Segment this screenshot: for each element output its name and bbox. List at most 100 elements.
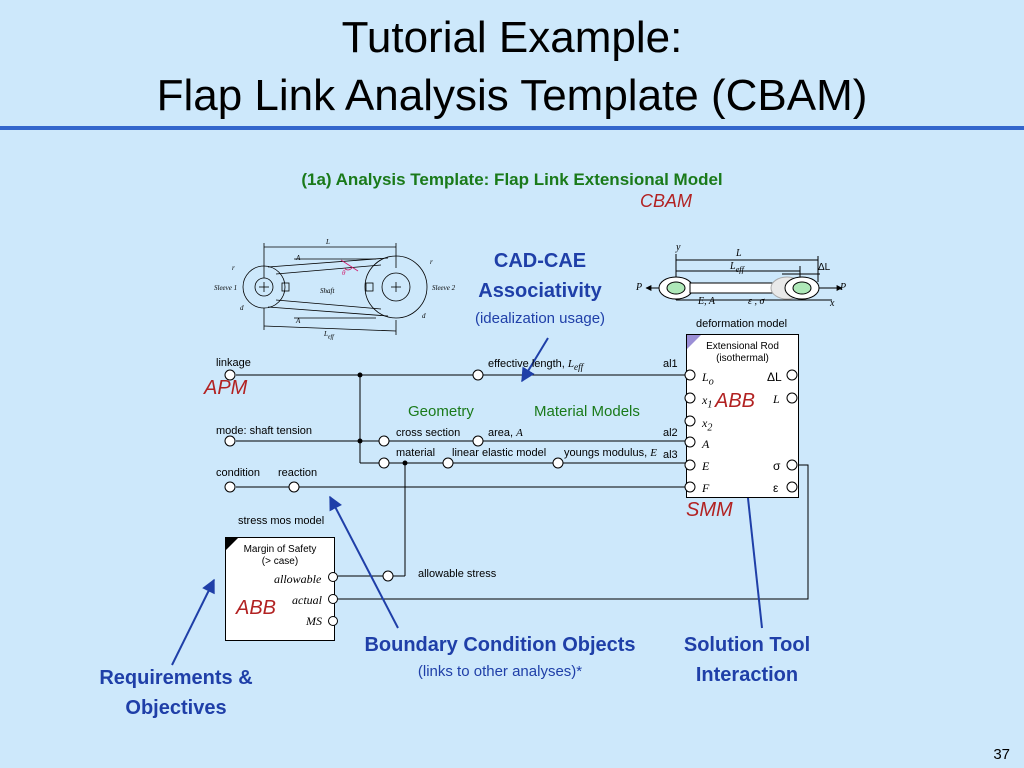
apm-label: APM <box>204 377 248 399</box>
flap-link-drawing <box>242 243 428 335</box>
effective-length-port <box>472 369 484 381</box>
extensional-rod-sketch: y x P P L Leff ΔL E, A ε , σ <box>632 240 854 316</box>
rod-drawing <box>645 254 843 301</box>
linear-elastic-label: linear elastic model <box>452 447 547 459</box>
port-x2-sym: x <box>702 416 708 430</box>
reaction-label: reaction <box>278 467 318 479</box>
sketch-r2-label: r <box>430 258 433 266</box>
area-text: area, <box>488 427 517 439</box>
area-symbol: A <box>516 427 523 439</box>
sketch-shaft-label: Shaft <box>320 287 335 295</box>
al3-label: al3 <box>663 449 678 461</box>
port-x2-sub: 2 <box>707 422 713 434</box>
reaction-port <box>288 481 300 493</box>
allowable-stress-port <box>382 570 394 582</box>
rod-eps-sigma-label: ε , σ <box>748 296 765 307</box>
port-x2-label: x2 <box>702 416 712 433</box>
bco-subtitle: (links to other analyses)* <box>417 663 583 680</box>
deformation-model-label: deformation model <box>696 318 788 330</box>
requirements-title-line1: Requirements & <box>99 667 253 689</box>
linear-elastic-port <box>442 457 454 469</box>
cad-cae-title-line1: CAD-CAE <box>493 250 587 272</box>
port-f-label: F <box>702 481 710 495</box>
ms-box-corner-mark <box>226 538 238 550</box>
material-port <box>378 457 390 469</box>
ms-port-allowable: allowable <box>274 572 322 586</box>
sketch-theta-label: θ <box>342 269 346 277</box>
rod-p-right-label: P <box>840 282 847 293</box>
requirements-arrow <box>171 578 215 666</box>
sketch-sleeve2-label: Sleeve 2 <box>432 284 456 292</box>
area-label: area, A <box>488 427 523 439</box>
margin-of-safety-box: Margin of Safety (> case) allowable actu… <box>225 537 335 641</box>
youngs-symbol: E <box>650 447 657 459</box>
cbam-label: CBAM <box>640 191 693 211</box>
linkage-label: linkage <box>216 357 251 369</box>
ms-box-ports <box>328 572 338 626</box>
bco-arrow <box>329 495 399 629</box>
sigma-feedback-line <box>338 464 809 600</box>
ms-port-actual: actual <box>292 593 322 607</box>
rod-dl-label: ΔL <box>818 262 831 273</box>
sketch-leff-sub: eff <box>327 334 334 341</box>
condition-port <box>224 481 236 493</box>
effective-length-symbol: L <box>567 358 575 370</box>
sketch-a-bottom-label: A <box>296 317 301 325</box>
rod-x-label: x <box>830 298 835 309</box>
port-lo-sub: o <box>708 376 714 388</box>
requirements-title-line2: Objectives <box>125 697 227 719</box>
port-a-label: A <box>702 437 710 451</box>
effective-length-label: effective length, Leff <box>488 358 583 372</box>
material-label: material <box>396 447 436 459</box>
port-e-label: E <box>702 459 710 473</box>
al2-label: al2 <box>663 427 678 439</box>
sketch-d2-label: d <box>422 312 426 320</box>
ms-title-line2: (> case) <box>261 556 299 567</box>
sketch-l-label: L <box>326 238 330 246</box>
cad-cae-title-line2: Associativity <box>478 280 602 302</box>
cad-cae-arrow <box>521 337 549 383</box>
sketch-leff-sym: L <box>324 330 328 338</box>
mode-label: mode: shaft tension <box>216 425 313 437</box>
stress-mos-model-label: stress mos model <box>238 515 325 527</box>
rod-ea-label: E, A <box>698 296 716 307</box>
port-l-label: L <box>773 392 780 406</box>
port-dl-label: ΔL <box>767 370 782 384</box>
area-port <box>472 435 484 447</box>
box-corner-mark <box>687 335 701 349</box>
page-title-line1: Tutorial Example: <box>341 13 683 62</box>
flap-link-sketch: L A A Leff Sleeve 1 Sleeve 2 Shaft θ r r… <box>206 238 458 342</box>
rod-p-left-label: P <box>636 282 643 293</box>
extensional-rod-box: Extensional Rod (isothermal) ABB Lo x1 x… <box>686 334 799 498</box>
abb-main-label: ABB <box>715 390 756 412</box>
rod-l-label: L <box>736 248 742 259</box>
al1-label: al1 <box>663 358 678 370</box>
youngs-text: youngs modulus, <box>564 447 651 459</box>
port-lo-label: Lo <box>702 370 714 387</box>
rod-title-line1: Extensional Rod <box>706 341 779 352</box>
sketch-a-top-label: A <box>296 254 301 262</box>
cross-section-port <box>378 435 390 447</box>
solution-title-line1: Solution Tool <box>683 634 811 656</box>
sketch-r1-label: r <box>232 264 235 272</box>
effective-length-subscript: eff <box>574 362 584 373</box>
youngs-port <box>552 457 564 469</box>
page-title-line2: Flap Link Analysis Template (CBAM) <box>156 71 868 120</box>
port-sigma-label: σ <box>773 459 781 473</box>
port-x1-label: x1 <box>702 393 712 410</box>
port-x1-sym: x <box>702 393 708 407</box>
abb-ms-label: ABB <box>236 597 277 619</box>
geometry-label: Geometry <box>408 403 474 420</box>
sketch-leff-label: Leff <box>324 330 334 340</box>
cross-section-label: cross section <box>396 427 461 439</box>
port-eps-label: ε <box>773 481 779 495</box>
bco-title: Boundary Condition Objects <box>364 634 636 656</box>
rod-leff-label: Leff <box>730 261 744 274</box>
linkage-port <box>224 369 236 381</box>
rod-leff-sym: L <box>730 261 736 272</box>
condition-label: condition <box>216 467 261 479</box>
title-divider <box>0 126 1024 130</box>
effective-length-text: effective length, <box>488 358 568 370</box>
